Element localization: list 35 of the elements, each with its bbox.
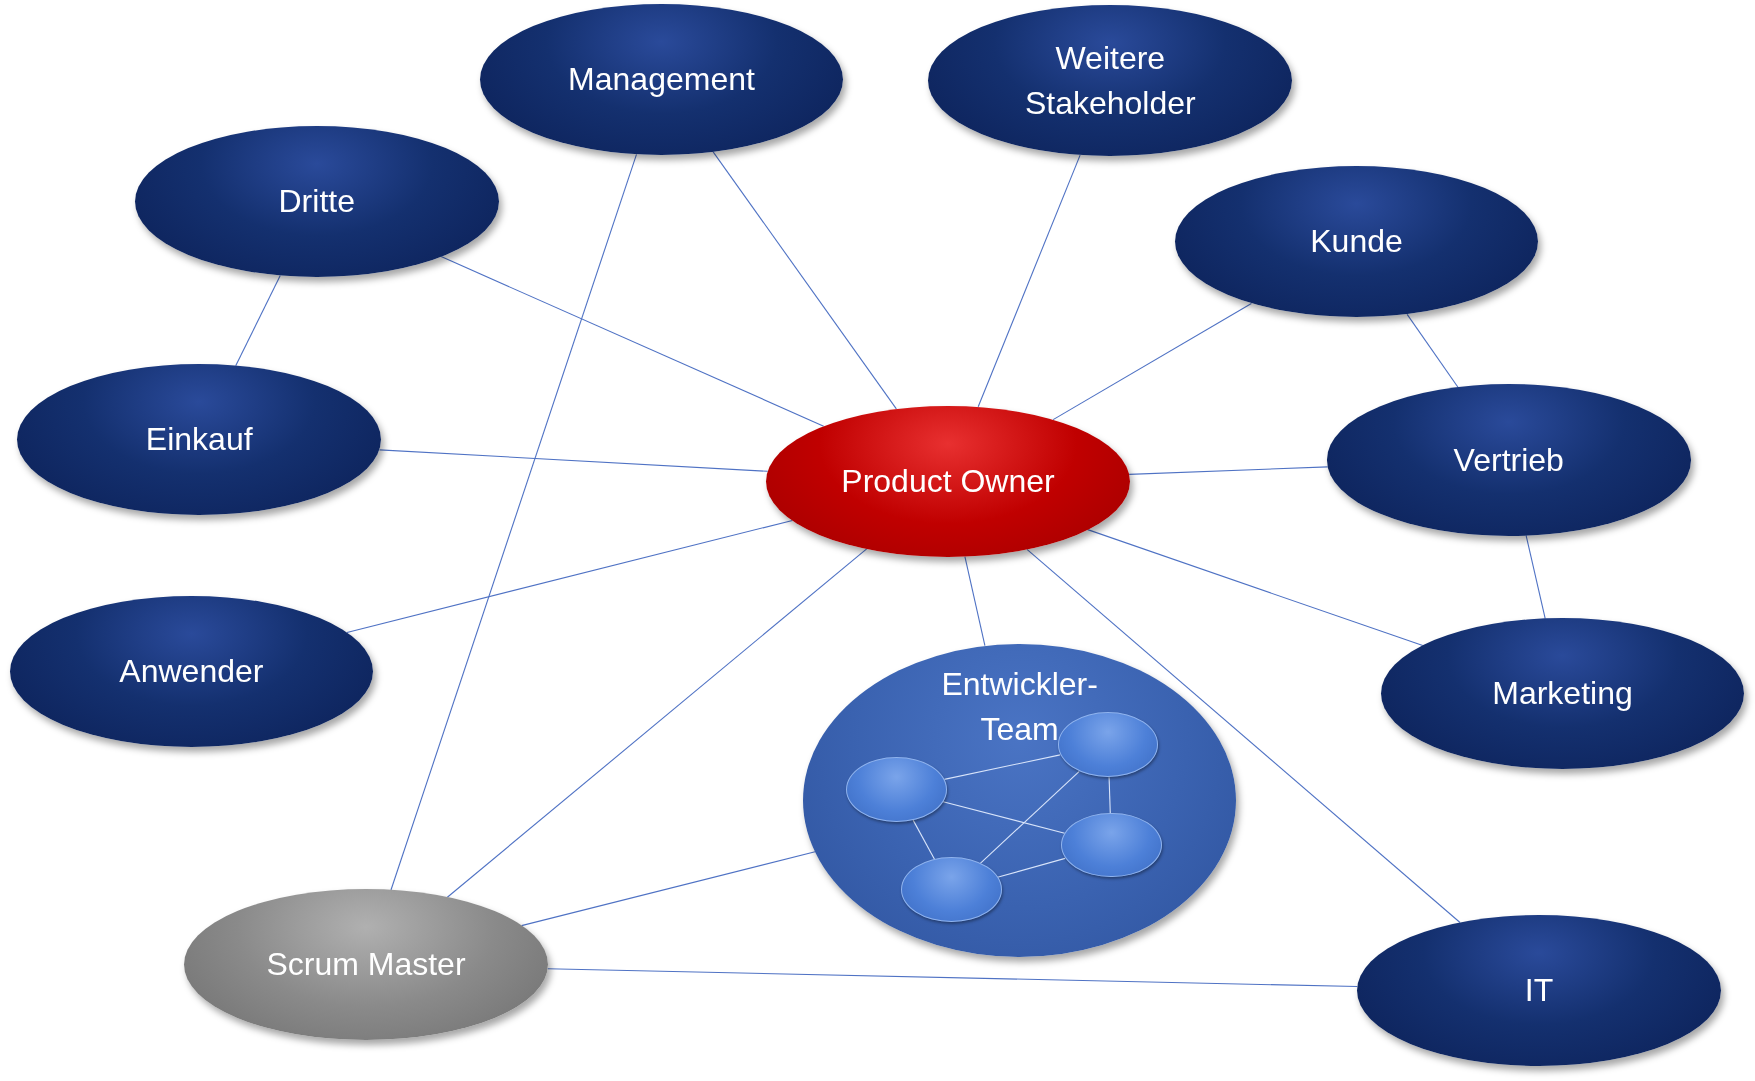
node-label: Einkauf [145, 420, 253, 460]
connector-line [446, 548, 868, 898]
connector-line [378, 449, 769, 472]
connector-line [942, 800, 1066, 834]
node-label: Weitere Stakeholder [1023, 38, 1197, 123]
node-label: Dritte [278, 181, 355, 221]
node-label: Scrum Master [266, 945, 466, 985]
node-label: Entwickler-Team [940, 664, 1099, 749]
connector-line [712, 151, 897, 410]
node-label: Vertrieb [1453, 440, 1564, 480]
connector-line [1128, 466, 1329, 475]
connector-line [390, 153, 638, 891]
connector-line [1052, 302, 1252, 421]
connector-line [964, 555, 986, 647]
connector-line [1525, 534, 1546, 620]
connector-line [1026, 548, 1461, 924]
connector-line [1087, 529, 1424, 647]
member-ellipse [901, 857, 1002, 923]
node-label: Management [568, 59, 755, 99]
connector-line [943, 753, 1061, 780]
connector-line [440, 256, 825, 427]
node-label: Anwender [119, 652, 264, 692]
connector-line [235, 274, 281, 367]
node-label: Marketing [1492, 674, 1633, 714]
connector-line [979, 770, 1080, 864]
node-label: Product Owner [841, 461, 1055, 501]
node-label: Kunde [1310, 222, 1403, 262]
connector-line [346, 519, 793, 633]
node-label: IT [1524, 971, 1554, 1011]
connector-line [1406, 313, 1459, 388]
connector-line [547, 968, 1358, 988]
connector-line [977, 154, 1081, 408]
connector-line [521, 851, 816, 927]
connector-line [1108, 776, 1111, 814]
connector-line [997, 857, 1066, 878]
